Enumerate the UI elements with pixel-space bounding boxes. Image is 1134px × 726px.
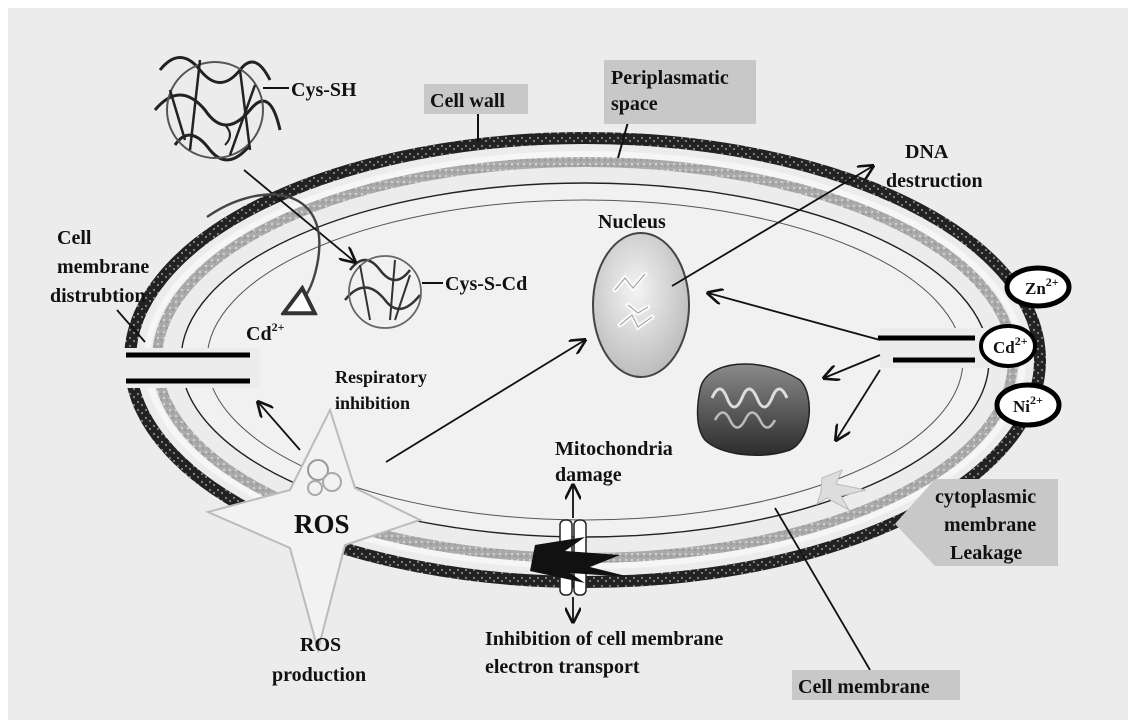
inhibition-label-line2: electron transport	[485, 656, 640, 678]
cd-ion-badge: Cd2+	[981, 326, 1035, 366]
ros-production-label-line2: production	[272, 664, 366, 686]
periplasm-label-line2: space	[611, 93, 658, 115]
nucleus-icon	[593, 233, 689, 377]
zn-ion-badge: Zn2+	[1007, 268, 1069, 306]
ros-label: ROS	[294, 509, 350, 539]
cytoplasmic-label-line2: membrane	[944, 514, 1036, 536]
dna-label-line2: destruction	[886, 170, 983, 192]
inhibition-label-line1: Inhibition of cell membrane	[485, 628, 723, 650]
cys-s-cd-label: Cys-S-Cd	[445, 273, 527, 295]
mitochondrion-icon	[698, 364, 810, 455]
ros-production-label-line1: ROS	[300, 634, 341, 656]
dna-label-line1: DNA	[905, 141, 949, 163]
ni-ion-badge: Ni2+	[997, 385, 1059, 425]
mito-damage-label-line1: Mitochondria	[555, 438, 673, 460]
membrane-channel-left	[110, 348, 260, 388]
membrane-channel-right	[878, 328, 990, 368]
mito-damage-label-line2: damage	[555, 464, 622, 486]
respiratory-label-line2: inhibition	[335, 393, 410, 413]
periplasm-label-line1: Periplasmatic	[611, 67, 729, 89]
cytoplasmic-label-line1: cytoplasmic	[935, 486, 1036, 508]
cell-membrane-label: Cell membrane	[798, 676, 930, 698]
membrane-dist-label-line2: membrane	[57, 256, 149, 278]
membrane-dist-label-line3: distrubtion	[50, 285, 146, 307]
cytoplasmic-label-line3: Leakage	[950, 542, 1022, 564]
cell-wall-label: Cell wall	[430, 90, 505, 112]
nucleus-label: Nucleus	[598, 211, 666, 233]
membrane-dist-label-line1: Cell	[57, 227, 92, 249]
respiratory-label-line1: Respiratory	[335, 367, 427, 387]
cys-sh-label: Cys-SH	[291, 79, 357, 101]
